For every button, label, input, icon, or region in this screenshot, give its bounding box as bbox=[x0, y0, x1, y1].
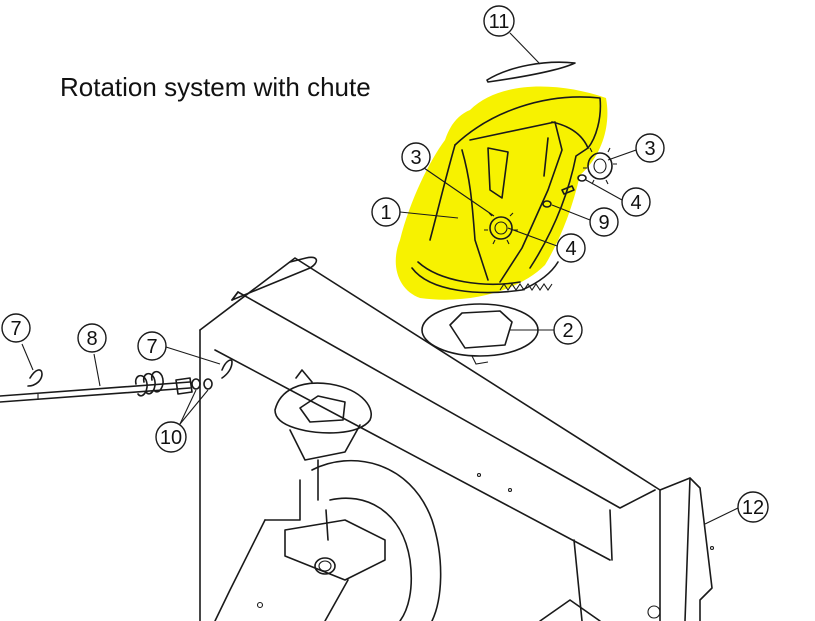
callout-4-center-label: 4 bbox=[565, 238, 576, 260]
callout-7-right-label: 7 bbox=[146, 336, 157, 358]
gear-part-center bbox=[484, 212, 518, 245]
callout-9: 9 bbox=[589, 207, 619, 237]
callout-9-label: 9 bbox=[598, 212, 609, 234]
callout-8: 8 bbox=[77, 323, 107, 353]
ring-plate-part bbox=[421, 303, 539, 365]
callout-8-label: 8 bbox=[86, 328, 97, 350]
shaft-part bbox=[0, 370, 193, 403]
washers-part bbox=[191, 378, 213, 390]
cotter-pin-part-left bbox=[27, 369, 43, 387]
callout-7-left: 7 bbox=[1, 313, 31, 343]
callout-1-label: 1 bbox=[380, 202, 391, 224]
callout-12-label: 12 bbox=[742, 497, 764, 519]
callout-3-right: 3 bbox=[635, 133, 665, 163]
chute-part bbox=[411, 96, 602, 294]
callout-2-label: 2 bbox=[562, 320, 573, 342]
callout-1: 1 bbox=[371, 197, 401, 227]
decal-part bbox=[486, 61, 576, 83]
callout-10-label: 10 bbox=[160, 427, 182, 449]
bolt-part bbox=[561, 185, 575, 195]
callout-4-right-label: 4 bbox=[630, 192, 641, 214]
callout-7-right: 7 bbox=[137, 331, 167, 361]
callout-3-center: 3 bbox=[401, 142, 431, 172]
washer-part bbox=[542, 174, 587, 208]
diagram-title: Rotation system with chute bbox=[60, 72, 371, 102]
callout-3-right-label: 3 bbox=[644, 138, 655, 160]
gear-part-right bbox=[583, 147, 617, 185]
housing-part bbox=[199, 256, 715, 621]
callout-2: 2 bbox=[553, 315, 583, 345]
callout-10: 10 bbox=[155, 421, 187, 453]
chute-highlight bbox=[395, 86, 608, 300]
cotter-pin-part-right bbox=[221, 359, 233, 379]
callout-11: 11 bbox=[483, 5, 515, 37]
callout-4-center: 4 bbox=[556, 233, 586, 263]
callout-4-right: 4 bbox=[621, 187, 651, 217]
leader-lines bbox=[21, 32, 739, 525]
callout-12: 12 bbox=[737, 491, 769, 523]
callout-11-label: 11 bbox=[489, 11, 510, 33]
callout-7-left-label: 7 bbox=[10, 318, 21, 340]
callout-3-center-label: 3 bbox=[410, 147, 421, 169]
